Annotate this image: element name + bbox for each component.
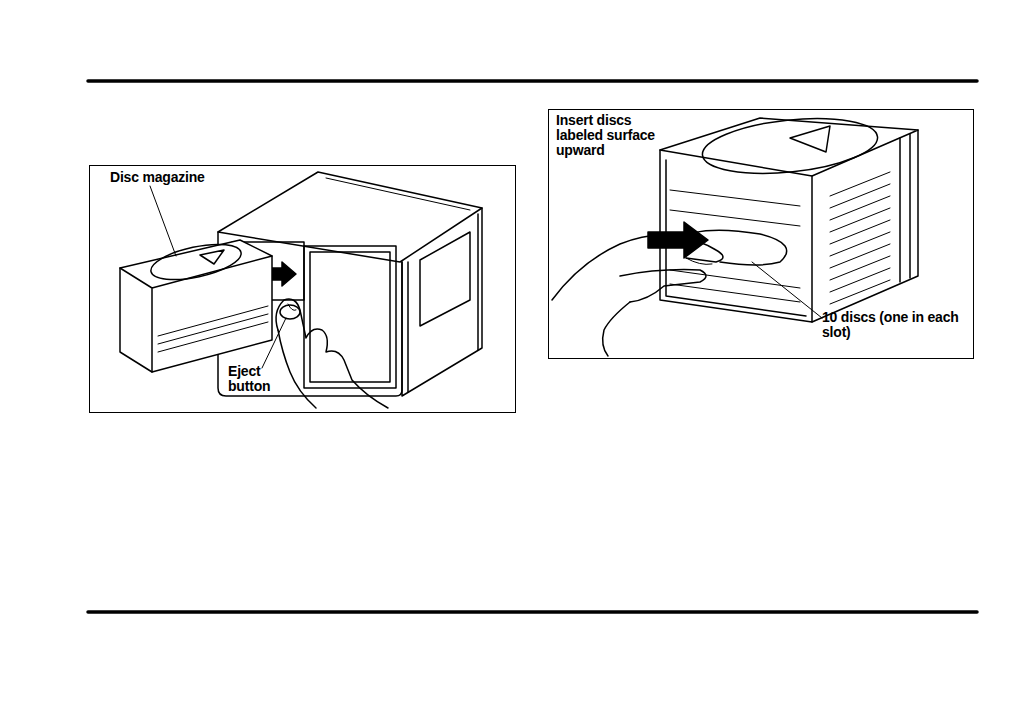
disc-magazine [120, 238, 272, 372]
leader-line [752, 262, 822, 318]
bottom-rule [88, 610, 977, 614]
part-label: Disc magazine [110, 170, 230, 185]
leader-line [262, 318, 286, 368]
part-label: Insert discs labeled surface upward [556, 113, 670, 158]
part-label: 10 discs (one in each slot) [822, 310, 962, 340]
magazine-large [660, 111, 918, 322]
leader-line [150, 186, 176, 256]
illustration-frame: Insert discs labeled surface upward 10 di… [548, 109, 974, 359]
insert-arrow [648, 222, 708, 258]
hand [552, 235, 723, 356]
eject-button [280, 305, 300, 319]
part-label: Eject button [228, 364, 280, 394]
illustration-frame: Disc magazineEject button [89, 165, 516, 413]
hand [276, 299, 388, 408]
top-rule [88, 79, 977, 83]
